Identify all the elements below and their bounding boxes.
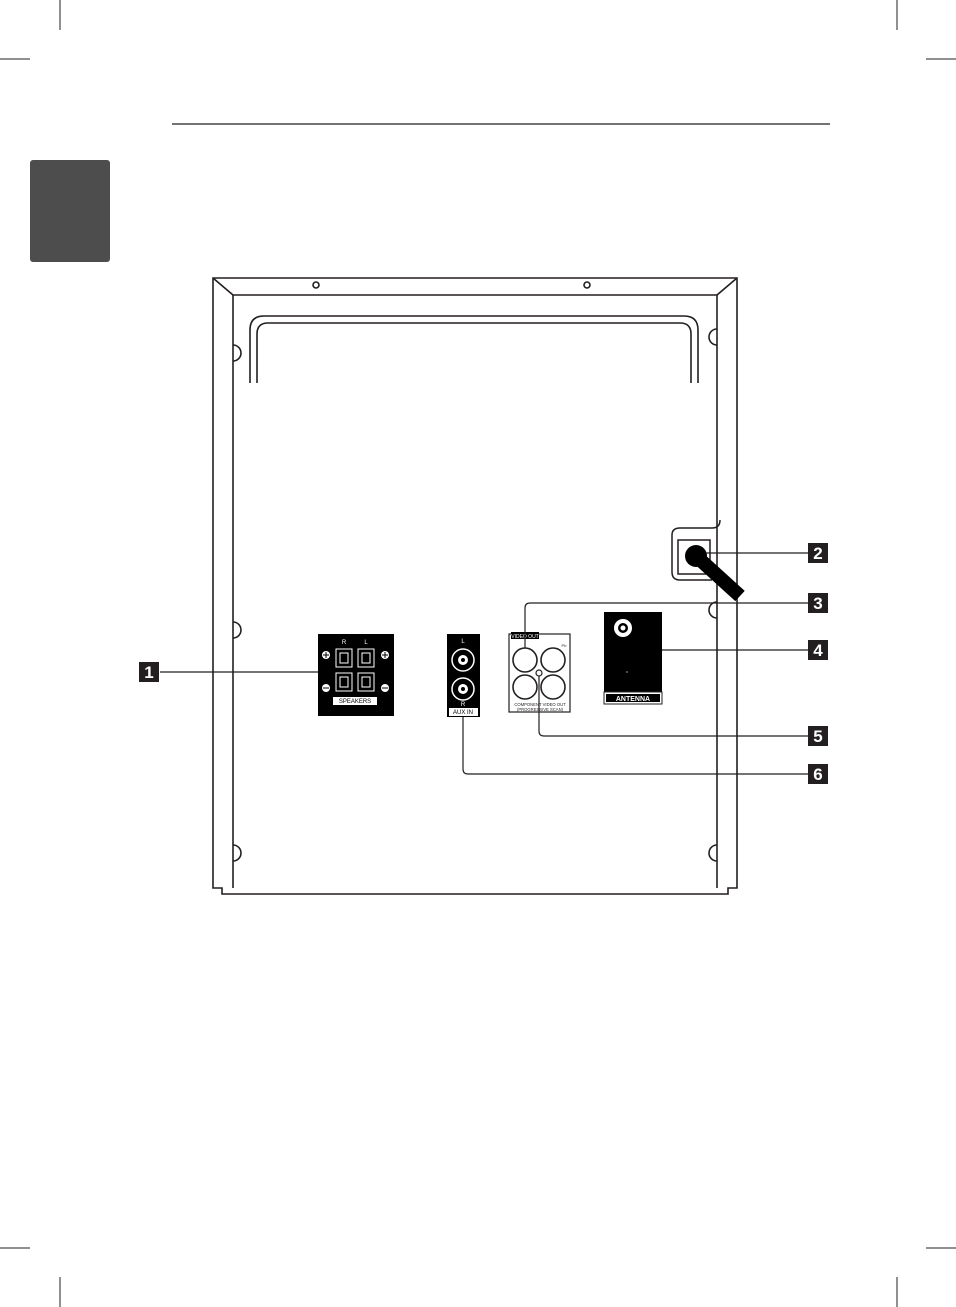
section-tab-marker xyxy=(30,160,110,262)
aux-in-jacks: L R AUX IN xyxy=(447,634,480,717)
antenna-label: ANTENNA xyxy=(616,696,650,703)
component-label-line1: COMPONENT VIDEO OUT xyxy=(514,702,566,707)
callout-leader-lines xyxy=(160,552,808,775)
unit-body xyxy=(212,277,738,895)
callout-badge-2: 2 xyxy=(808,543,828,563)
callout-label-2: 2 xyxy=(813,544,822,563)
callout-label-1: 1 xyxy=(144,663,153,682)
speaker-l-label: L xyxy=(364,640,368,646)
callout-badge-3: 3 xyxy=(808,593,828,613)
callout-label-6: 6 xyxy=(813,765,822,784)
callout-badge-6: 6 xyxy=(808,764,828,784)
speakers-label: SPEAKERS xyxy=(339,699,371,705)
callout-label-5: 5 xyxy=(813,727,822,746)
callout-badge-1: 1 xyxy=(139,662,159,682)
video-out-jack xyxy=(512,647,538,673)
power-cord xyxy=(671,519,745,602)
aux-in-label: AUX IN xyxy=(453,710,473,716)
callout-label-3: 3 xyxy=(813,594,822,613)
speaker-r-label: R xyxy=(342,640,347,646)
callout-label-4: 4 xyxy=(813,641,823,660)
aux-l-label: L xyxy=(461,639,465,645)
aux-r-label: R xyxy=(461,702,466,708)
component-pb-label: Pb xyxy=(562,643,568,648)
component-video-out-jacks xyxy=(512,647,566,700)
callout-badge-5: 5 xyxy=(808,726,828,746)
antenna-terminal: ANTENNA xyxy=(603,612,663,705)
callout-badge-4: 4 xyxy=(808,640,828,660)
speakers-terminal: R L SPEAKERS xyxy=(318,634,394,716)
component-label-line2: (PROGRESSIVE SCAN) xyxy=(517,707,564,712)
